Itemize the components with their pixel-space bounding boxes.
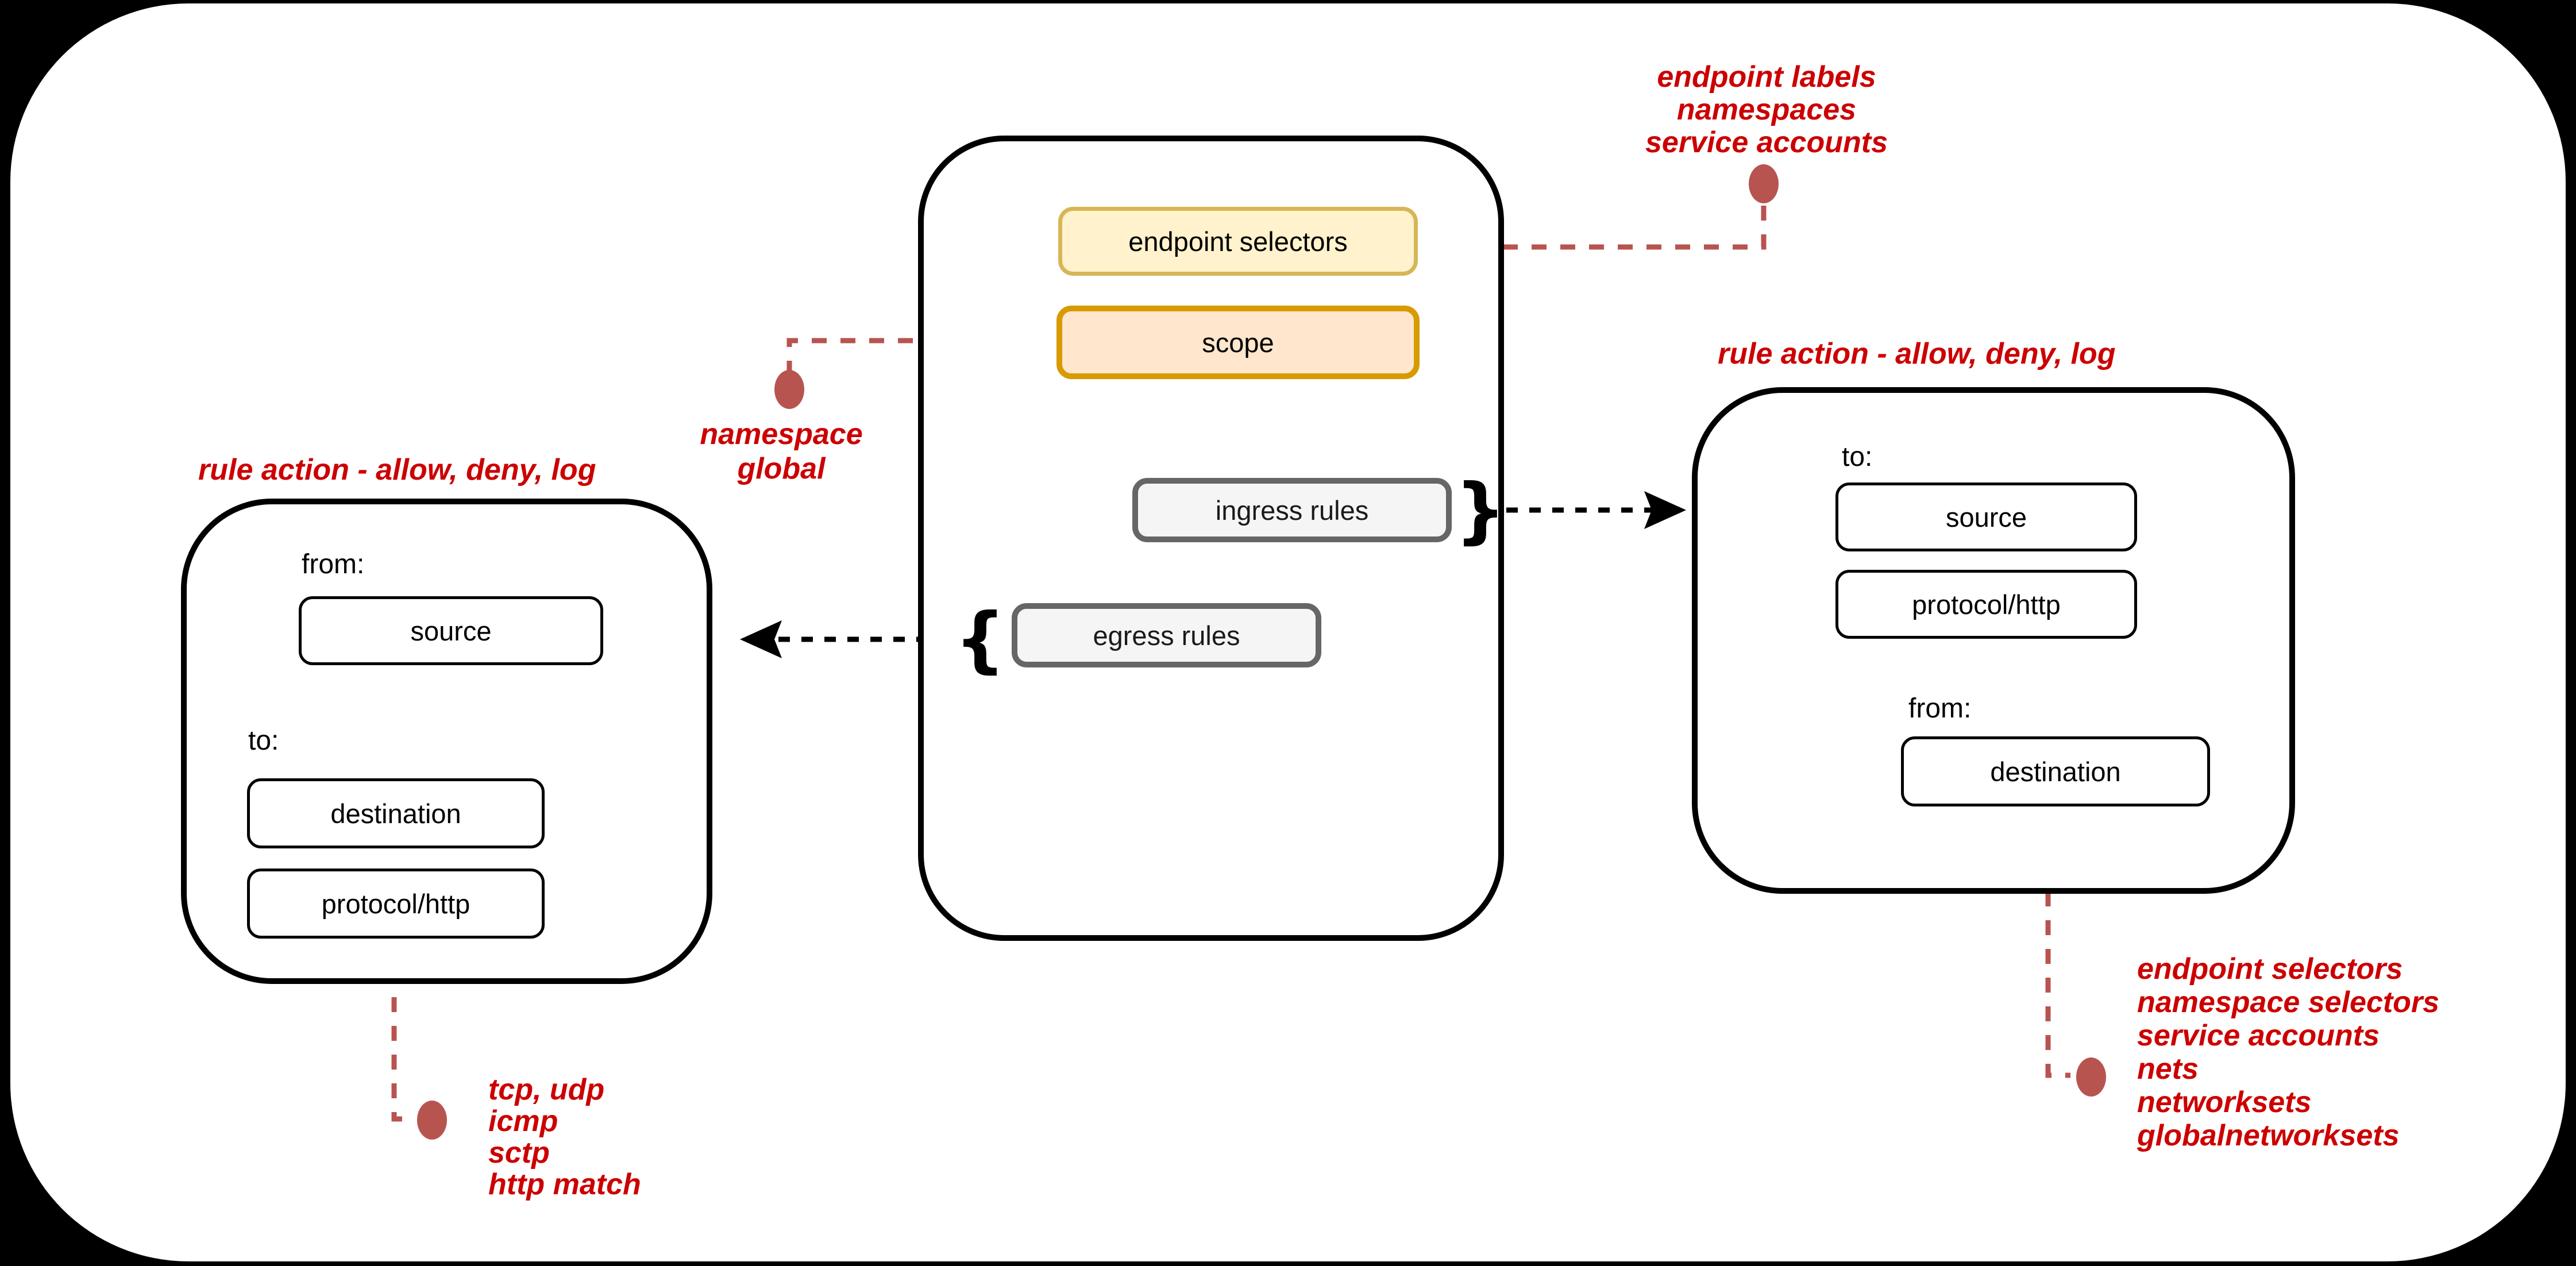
egress-source-box: source xyxy=(299,596,603,665)
egress-destination-box: destination xyxy=(247,778,545,848)
ingress-source-label: source xyxy=(1945,501,2027,532)
note-line: icmp xyxy=(488,1105,558,1138)
note-line: endpoint selectors xyxy=(2137,952,2403,986)
egress-open-brace: { xyxy=(954,597,1006,681)
destination-note: endpoint selectors namespace selectors s… xyxy=(2137,952,2439,1152)
ingress-protocol-box: protocol/http xyxy=(1835,570,2137,639)
egress-from-label: from: xyxy=(302,549,365,580)
note-line: globalnetworksets xyxy=(2137,1119,2400,1152)
note-line: service accounts xyxy=(1645,126,1888,159)
endpoint-selectors-label: endpoint selectors xyxy=(1128,226,1348,257)
egress-rule-heading: rule action - allow, deny, log xyxy=(198,453,596,487)
protocol-note: tcp, udp icmp sctp http match xyxy=(488,1074,641,1201)
scope-note: namespace global xyxy=(666,417,896,486)
note-line: nets xyxy=(2137,1052,2199,1086)
note-line: tcp, udp xyxy=(488,1073,605,1106)
ingress-from-label: from: xyxy=(1908,693,1972,724)
ingress-to-label: to: xyxy=(1842,442,1873,472)
note-line: http match xyxy=(488,1168,641,1201)
ingress-protocol-label: protocol/http xyxy=(1912,589,2061,620)
endpoint-selectors-note: endpoint labels namespaces service accou… xyxy=(1565,61,1968,159)
egress-rules-box: egress rules xyxy=(1012,603,1321,667)
endpoint-selectors-box: endpoint selectors xyxy=(1058,207,1418,276)
ingress-destination-box: destination xyxy=(1901,736,2210,806)
note-line: service accounts xyxy=(2137,1019,2380,1052)
egress-protocol-label: protocol/http xyxy=(321,888,471,919)
ingress-rules-label: ingress rules xyxy=(1215,495,1369,526)
scope-label: scope xyxy=(1202,327,1274,358)
note-line: sctp xyxy=(488,1136,550,1169)
ingress-destination-label: destination xyxy=(1990,756,2121,787)
egress-source-label: source xyxy=(410,615,492,646)
ingress-rule-container xyxy=(1692,387,2295,894)
note-line: networksets xyxy=(2137,1086,2312,1119)
egress-rules-label: egress rules xyxy=(1093,620,1240,651)
note-line: endpoint labels xyxy=(1657,60,1876,94)
ingress-close-brace: } xyxy=(1455,468,1506,552)
scope-box: scope xyxy=(1056,306,1420,379)
egress-destination-label: destination xyxy=(330,798,461,829)
ingress-rule-heading: rule action - allow, deny, log xyxy=(1718,337,2116,370)
note-line: namespace xyxy=(700,418,863,451)
note-line: namespace selectors xyxy=(2137,986,2440,1019)
egress-to-label: to: xyxy=(248,725,279,756)
egress-protocol-box: protocol/http xyxy=(247,869,545,939)
ingress-rules-box: ingress rules xyxy=(1132,478,1452,542)
note-line: namespaces xyxy=(1676,93,1857,126)
note-line: global xyxy=(737,452,826,485)
ingress-source-box: source xyxy=(1835,483,2137,551)
